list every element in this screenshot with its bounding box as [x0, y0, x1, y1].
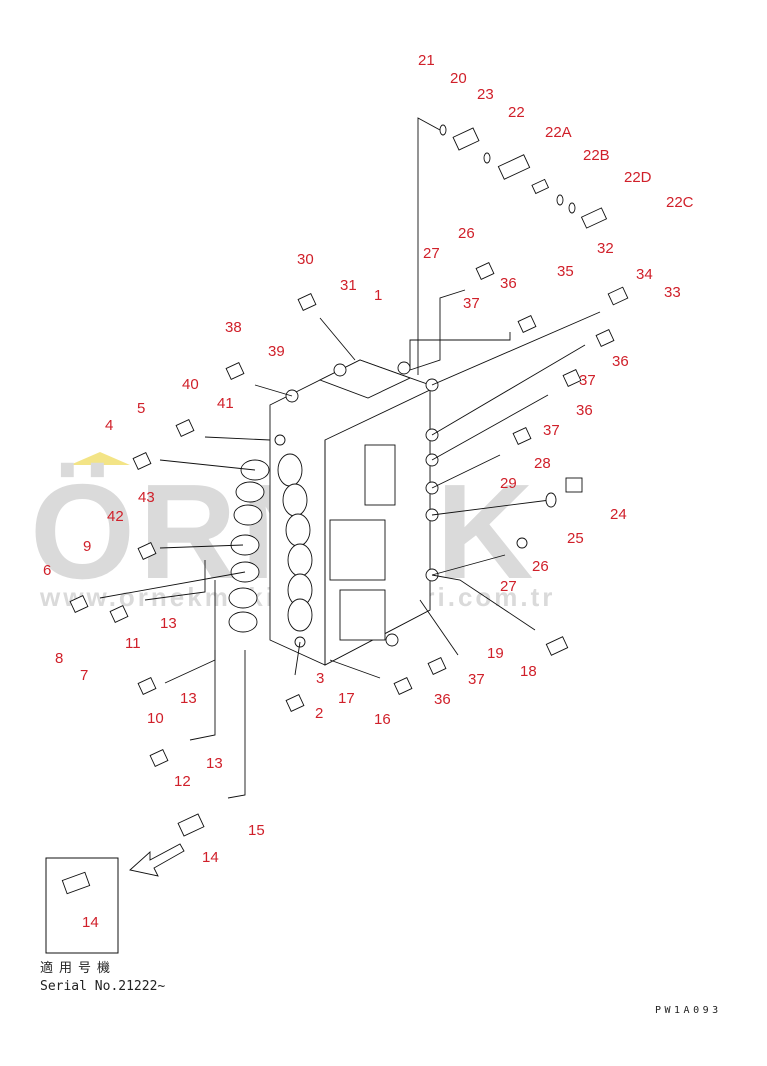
callout-30: 30 — [297, 251, 314, 268]
callout-18: 18 — [520, 663, 537, 680]
callout-34: 34 — [636, 266, 653, 283]
callout-9: 9 — [83, 538, 91, 555]
spool-caps — [228, 453, 313, 633]
callout-25: 25 — [567, 530, 584, 547]
callout-22: 22 — [508, 104, 525, 121]
callout-3: 3 — [316, 670, 324, 687]
callout-7: 7 — [80, 667, 88, 684]
callout-43: 43 — [138, 489, 155, 506]
callout-37a: 37 — [463, 295, 480, 312]
callout-39: 39 — [268, 343, 285, 360]
callout-24: 24 — [610, 506, 627, 523]
callout-36a: 36 — [500, 275, 517, 292]
inset-box: 14 適用号機 Serial No.21222~ — [40, 857, 165, 994]
callout-20: 20 — [450, 70, 467, 87]
fittings — [69, 124, 629, 837]
callout-2: 2 — [315, 705, 323, 722]
inset-part-label: 14 — [82, 914, 99, 931]
callout-32: 32 — [597, 240, 614, 257]
callout-13b: 13 — [180, 690, 197, 707]
callout-12: 12 — [174, 773, 191, 790]
callout-27b: 27 — [500, 578, 517, 595]
inset-caption-serial: Serial No.21222~ — [40, 979, 165, 994]
callout-37d: 37 — [468, 671, 485, 688]
callout-31: 31 — [340, 277, 357, 294]
callout-37c: 37 — [543, 422, 560, 439]
callout-22D: 22D — [624, 169, 652, 186]
callout-27a: 27 — [423, 245, 440, 262]
callout-22B: 22B — [583, 147, 610, 164]
callout-1: 1 — [374, 287, 382, 304]
callout-41: 41 — [217, 395, 234, 412]
callout-14: 14 — [202, 849, 219, 866]
callout-11: 11 — [125, 635, 141, 652]
callout-36d: 36 — [434, 691, 451, 708]
callout-17: 17 — [338, 690, 355, 707]
inset-caption-jp: 適用号機 — [40, 960, 116, 976]
callout-40: 40 — [182, 376, 199, 393]
callout-13a: 13 — [160, 615, 177, 632]
callout-4: 4 — [105, 417, 113, 434]
callout-15: 15 — [248, 822, 265, 839]
callout-22C: 22C — [666, 194, 694, 211]
callout-22A: 22A — [545, 124, 572, 141]
control-valve-body — [228, 359, 439, 666]
callout-6: 6 — [43, 562, 51, 579]
callout-37b: 37 — [579, 372, 596, 389]
inset-arrow — [129, 843, 185, 877]
callout-23: 23 — [477, 86, 494, 103]
leader-lines — [99, 117, 601, 799]
callout-36c: 36 — [576, 402, 593, 419]
callout-26a: 26 — [458, 225, 475, 242]
callout-labels: 1 2 3 4 5 6 7 8 9 10 11 12 13 13 13 13 1… — [43, 52, 694, 866]
drawing-code: PW1A093 — [655, 1005, 722, 1016]
callout-36b: 36 — [612, 353, 629, 370]
callout-13c: 13 — [206, 755, 223, 772]
callout-21: 21 — [418, 52, 435, 69]
callout-26b: 26 — [532, 558, 549, 575]
callout-8: 8 — [55, 650, 63, 667]
callout-10: 10 — [147, 710, 164, 727]
callout-19: 19 — [487, 645, 504, 662]
callout-28: 28 — [534, 455, 551, 472]
callout-5: 5 — [137, 400, 145, 417]
callout-42: 42 — [107, 508, 124, 525]
callout-35: 35 — [557, 263, 574, 280]
callout-16: 16 — [374, 711, 391, 728]
callout-33: 33 — [664, 284, 681, 301]
callout-38: 38 — [225, 319, 242, 336]
callout-29: 29 — [500, 475, 517, 492]
